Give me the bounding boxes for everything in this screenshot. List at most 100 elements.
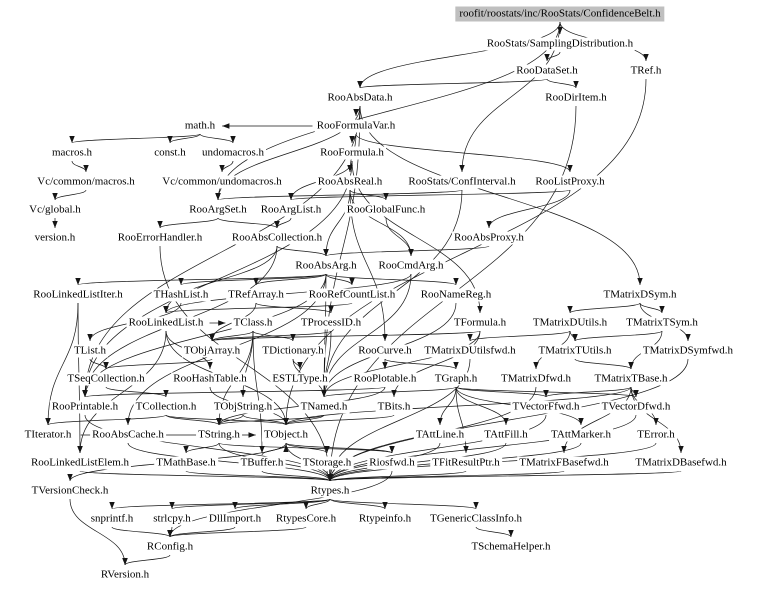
node-rooglobalfunc[interactable]: RooGlobalFunc.h — [344, 203, 428, 217]
node-riosfwd[interactable]: Riosfwd.h — [367, 456, 417, 470]
node-titerator[interactable]: TIterator.h — [22, 428, 74, 442]
node-tstorage[interactable]: TStorage.h — [300, 456, 354, 470]
node-rooabsproxy[interactable]: RooAbsProxy.h — [452, 231, 526, 245]
node-tlist[interactable]: TList.h — [71, 344, 109, 358]
node-dllimport[interactable]: DllImport.h — [206, 512, 264, 526]
node-tattmarker[interactable]: TAttMarker.h — [549, 428, 613, 442]
node-roohashtable[interactable]: RooHashTable.h — [171, 372, 249, 386]
node-rooabscache[interactable]: RooAbsCache.h — [90, 428, 166, 442]
edge-tobject-riosfwd — [285, 442, 395, 454]
node-snprintf[interactable]: snprintf.h — [88, 512, 136, 526]
node-rtypes[interactable]: Rtypes.h — [308, 484, 352, 498]
node-rooerrorhandler[interactable]: RooErrorHandler.h — [115, 231, 205, 245]
node-terror[interactable]: TError.h — [635, 428, 677, 442]
node-root[interactable]: roofit/roostats/inc/RooStats/ConfidenceB… — [455, 6, 665, 22]
node-tprocessid[interactable]: TProcessID.h — [298, 316, 364, 330]
edge-math-macros — [69, 133, 201, 144]
node-estltype[interactable]: ESTLType.h — [270, 372, 330, 386]
node-tmatrixfbasefwd[interactable]: TMatrixFBasefwd.h — [517, 456, 611, 470]
node-version[interactable]: version.h — [32, 231, 78, 245]
node-const[interactable]: const.h — [152, 146, 188, 160]
node-tobjarray[interactable]: TObjArray.h — [181, 344, 243, 358]
node-tobject[interactable]: TObject.h — [261, 428, 311, 442]
node-tgraph[interactable]: TGraph.h — [432, 372, 480, 386]
node-rooformula[interactable]: RooFormula.h — [318, 146, 386, 160]
node-strlcpy[interactable]: strlcpy.h — [151, 512, 193, 526]
node-rooargset[interactable]: RooArgSet.h — [187, 203, 249, 217]
node-tdictionary[interactable]: TDictionary.h — [260, 344, 326, 358]
edge-rtypes-rtypescore — [303, 498, 331, 510]
node-tmatrixdfwd[interactable]: TMatrixDfwd.h — [499, 372, 573, 386]
node-rooarglist[interactable]: RooArgList.h — [258, 203, 324, 217]
node-rooprintable[interactable]: RooPrintable.h — [49, 400, 121, 414]
node-tmatrixdutils[interactable]: TMatrixDUtils.h — [530, 316, 610, 330]
node-roonamereg[interactable]: RooNameReg.h — [418, 288, 494, 302]
node-confinterval[interactable]: RooStats/ConfInterval.h — [406, 175, 518, 189]
edge-tmatrixtbase-tmatrixdbasefwd — [630, 386, 684, 454]
edge-roolinkedlistiter-titerator — [45, 302, 79, 426]
node-trefarray[interactable]: TRefArray.h — [226, 288, 286, 302]
node-vccommonmacros[interactable]: Vc/common/macros.h — [35, 175, 137, 189]
node-tmatrixdutilsfwd[interactable]: TMatrixDUtilsfwd.h — [422, 344, 518, 358]
node-tref[interactable]: TRef.h — [628, 64, 664, 78]
node-tstring[interactable]: TString.h — [196, 428, 242, 442]
node-rconfig[interactable]: RConfig.h — [144, 540, 196, 554]
node-tmatrixdsym[interactable]: TMatrixDSym.h — [601, 288, 679, 302]
edge-undomacros-vccommonundomacros — [219, 160, 234, 173]
node-thashlist[interactable]: THashList.h — [151, 288, 211, 302]
node-rooabscollection[interactable]: RooAbsCollection.h — [229, 231, 325, 245]
node-tmatrixdsymfwd[interactable]: TMatrixDSymfwd.h — [640, 344, 736, 358]
node-roolinkedlistiter[interactable]: RooLinkedListIter.h — [31, 288, 125, 302]
node-macros[interactable]: macros.h — [49, 146, 95, 160]
node-rtypeinfo[interactable]: Rtypeinfo.h — [356, 512, 414, 526]
node-undomacros[interactable]: undomacros.h — [199, 146, 267, 160]
node-tclass[interactable]: TClass.h — [231, 316, 275, 330]
node-rooformulavar[interactable]: RooFormulaVar.h — [314, 119, 398, 133]
node-tfitresultptr[interactable]: TFitResultPtr.h — [430, 456, 502, 470]
node-tbits[interactable]: TBits.h — [375, 400, 413, 414]
node-roorefcountlist[interactable]: RooRefCountList.h — [306, 288, 398, 302]
edge-tgraph-tattline — [437, 386, 457, 426]
node-tmatrixdbasefwd[interactable]: TMatrixDBasefwd.h — [633, 456, 729, 470]
edge-tvectorffwd-rtypes — [327, 414, 547, 482]
node-roolinkedlist[interactable]: RooLinkedList.h — [126, 316, 206, 330]
node-sampdist[interactable]: RooStats/SamplingDistribution.h — [484, 37, 636, 51]
edge-tmathbase-rtypes — [185, 470, 333, 482]
node-tseqcollection[interactable]: TSeqCollection.h — [65, 372, 147, 386]
node-math[interactable]: math.h — [182, 119, 218, 133]
node-tattline[interactable]: TAttLine.h — [413, 428, 467, 442]
node-roocurve[interactable]: RooCurve.h — [356, 344, 414, 358]
node-tcollection[interactable]: TCollection.h — [133, 400, 199, 414]
node-tversioncheck[interactable]: TVersionCheck.h — [29, 484, 111, 498]
node-tmatrixtbase[interactable]: TMatrixTBase.h — [592, 372, 670, 386]
node-rversion[interactable]: RVersion.h — [98, 568, 152, 582]
node-rooplotable[interactable]: RooPlotable.h — [351, 372, 419, 386]
edge-tbuffer-tobject — [261, 444, 289, 456]
node-roodiritem[interactable]: RooDirItem.h — [543, 91, 609, 105]
node-roocmdarg[interactable]: RooCmdArg.h — [376, 259, 446, 273]
node-rooabsarg[interactable]: RooAbsArg.h — [293, 259, 359, 273]
node-tvectorffwd[interactable]: TVectorFfwd.h — [510, 400, 582, 414]
node-tobjstring[interactable]: TObjString.h — [211, 400, 275, 414]
node-tnamed[interactable]: TNamed.h — [298, 400, 350, 414]
node-roolinkedlistelem[interactable]: RooLinkedListElem.h — [28, 456, 132, 470]
node-roolistproxy[interactable]: RooListProxy.h — [533, 175, 607, 189]
node-tmathbase[interactable]: TMathBase.h — [154, 456, 218, 470]
node-tbuffer[interactable]: TBuffer.h — [238, 456, 286, 470]
node-tformula[interactable]: TFormula.h — [451, 316, 509, 330]
edge-confinterval-rooargset — [215, 189, 463, 201]
edge-rooabscollection-roolinkedlist — [163, 245, 278, 314]
node-tmatrixtutils[interactable]: TMatrixTUtils.h — [536, 344, 614, 358]
node-tvectordfwd[interactable]: TVectorDfwd.h — [599, 400, 673, 414]
node-vccommonundomacros[interactable]: Vc/common/undomacros.h — [160, 175, 284, 189]
node-tgenericclassinfo[interactable]: TGenericClassInfo.h — [428, 512, 524, 526]
node-rooabsdata[interactable]: RooAbsData.h — [325, 91, 395, 105]
node-vcglobal[interactable]: Vc/global.h — [27, 203, 83, 217]
node-tattfill[interactable]: TAttFill.h — [482, 428, 530, 442]
node-tschemahelper[interactable]: TSchemaHelper.h — [469, 540, 553, 554]
node-tmatrixtsym[interactable]: TMatrixTSym.h — [624, 316, 700, 330]
node-rtypescore[interactable]: RtypesCore.h — [273, 512, 339, 526]
node-roodataset[interactable]: RooDataSet.h — [514, 64, 580, 78]
node-rooabsreal[interactable]: RooAbsReal.h — [315, 175, 385, 189]
edge-tformula-tbits — [391, 330, 481, 398]
